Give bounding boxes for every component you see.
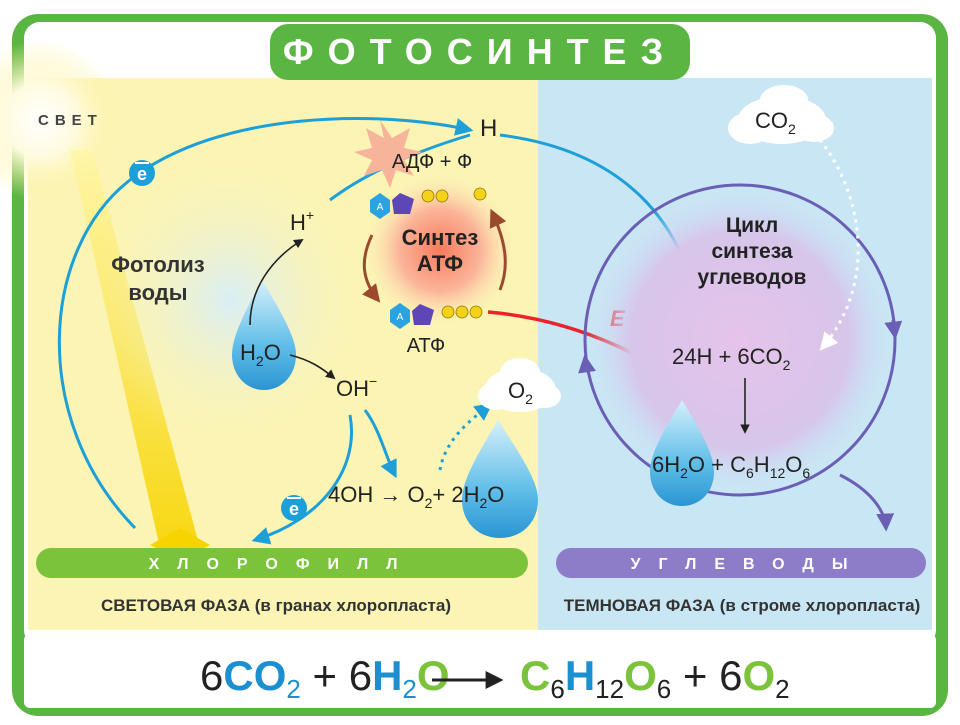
water-drop-icon [232,280,296,390]
hplus-label: H+ [290,207,314,235]
co2-cloud-label: CO2 [755,108,796,137]
co2-cloud-icon [728,85,834,144]
cycle-arrow-right [489,208,507,291]
water-drop-icon-2 [462,420,538,538]
phosphate-bottom-3 [469,305,483,319]
title-tab [270,24,690,80]
adenine-label-bottom: А [397,312,404,323]
equation-panel [24,634,936,708]
photolysis-label-1: Фотолиз [111,252,205,277]
ribose-bottom [412,304,434,325]
dark-phase-label: ТЕМНОВАЯ ФАЗА (в строме хлоропласта) [564,596,921,615]
dark-reaction: 24H + 6CO2 [672,344,791,373]
electron-arc-top [57,116,474,530]
light-phase-label: СВЕТОВАЯ ФАЗА (в гранах хлоропласта) [101,596,451,615]
o2-cloud-icon [478,358,561,412]
adenine-hex-bottom [390,303,410,329]
electron-return-arrow [251,414,353,545]
phosphate-top-1 [421,189,435,203]
co2-inflow-arrow [818,139,860,351]
oh-to-reaction-arrow [363,409,397,479]
cycle-arrow-left-tip [578,354,596,374]
summary-equation-right: C6H12O6 + 6O2 [520,652,790,704]
electron-badge-top-label: e [137,164,147,184]
cycle-label-3: углеводов [698,266,807,289]
electron-badge-bottom [281,495,307,521]
electron-badge-bottom-label: e [289,499,299,519]
water-formula: H2O [240,340,281,369]
water-to-oh-arrow [289,354,336,380]
atp-synthesis-label-1: Синтез [402,225,479,250]
starburst-icon [354,120,422,188]
water-drop-icon-3 [650,400,714,506]
light-label: СВЕТ [38,112,103,129]
carbs-bar [556,548,926,578]
chlorophyll-bar-label: ХЛОРОФИЛЛ [149,556,416,573]
oxygen-release-arrow [438,402,493,471]
atp-synthesis-label-2: АТФ [417,251,463,276]
carbs-bar-label: УГЛЕВОДЫ [631,556,866,573]
summary-equation-left: 6CO2 + 6H2O [200,652,450,704]
oh-reaction: 4OH → O2+ 2H2O [328,482,504,511]
phosphate-bottom-2 [455,305,469,319]
title: ФОТОСИНТЕЗ [283,31,677,72]
adenine-hex-top [370,193,390,219]
oh-minus-label: OH− [336,373,377,401]
chlorophyll-bar [36,548,528,578]
phosphate-free [473,187,487,201]
carbs-output-arrow [839,473,895,532]
dark-products: 6H2O + C6H12O6 [652,452,810,481]
cycle-arrow-left [361,234,381,303]
adp-f-label: АДФ + Ф [392,151,472,173]
cycle-glow [585,185,895,495]
water-to-hplus-arrow [249,238,304,326]
phosphate-top-2 [435,189,449,203]
o2-cloud-label: O2 [508,378,533,407]
electron-badge-top [129,160,155,186]
ribose-top [392,193,414,214]
photolysis-glow [90,150,370,450]
adenine-label-top: А [377,202,384,213]
atp-label: АТФ [407,335,446,357]
photolysis-label-2: воды [128,280,187,305]
phosphate-bottom-1 [441,305,455,319]
cycle-label-1: Цикл [726,214,778,237]
calvin-cycle-ring [583,183,897,497]
cycle-label-2: синтеза [711,240,792,263]
cycle-arrow-right-tip [884,319,903,340]
hydrogen-label: H [480,115,497,142]
